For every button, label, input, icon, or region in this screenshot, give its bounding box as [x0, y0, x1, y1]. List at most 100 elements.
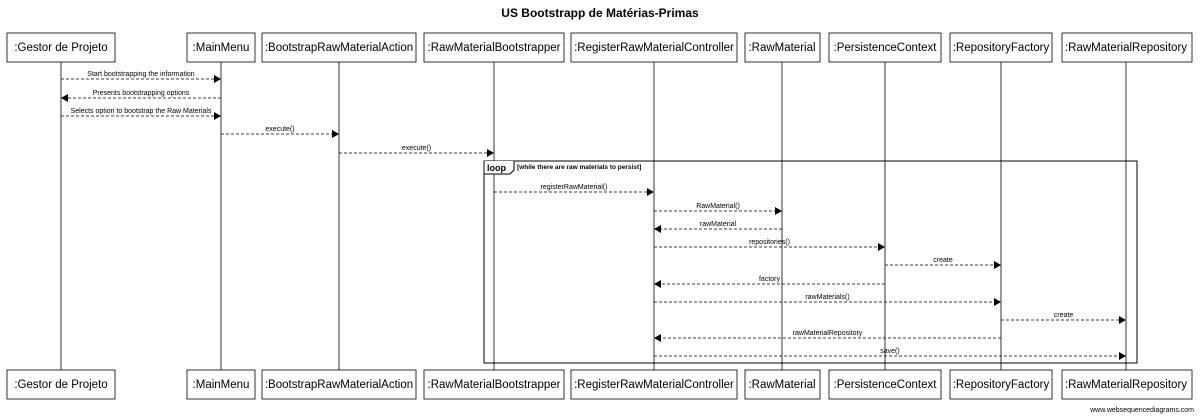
participant-box-frame: [570, 369, 738, 400]
loop-keyword: loop: [487, 163, 506, 173]
participant-label: :RawMaterialBootstrapper: [428, 42, 561, 54]
message-label: execute(): [265, 126, 294, 133]
participant-box-frame: [6, 369, 116, 400]
message-arrowhead: [214, 75, 221, 83]
message-arrowhead: [332, 130, 339, 138]
message-arrowhead: [487, 149, 494, 157]
participant-label: :RawMaterial: [748, 379, 815, 391]
participant-box-frame: [828, 369, 942, 400]
loop-condition: [while there are raw materials to persis…: [517, 164, 641, 171]
participant-box-frame: [828, 32, 942, 63]
message-arrowhead: [1119, 352, 1126, 360]
message-label: RawMaterial(): [696, 203, 740, 210]
participant-box-frame: [949, 32, 1053, 63]
message-3: Selects option to bootstrap the Raw Mate…: [61, 108, 221, 120]
participant-box-frame: [744, 369, 821, 400]
participant-box-menu-top: :MainMenu: [186, 32, 256, 63]
participant-box-frame: [186, 32, 256, 63]
participant-box-repository-bottom: :RawMaterialRepository: [1061, 369, 1193, 400]
participant-box-factory-top: :RepositoryFactory: [949, 32, 1053, 63]
participant-box-rawmaterial-top: :RawMaterial: [744, 32, 821, 63]
messages: Start bootstrapping the informationPrese…: [61, 71, 1126, 360]
message-5: execute(): [339, 145, 494, 157]
participant-box-bootstrapper-bottom: :RawMaterialBootstrapper: [423, 369, 565, 400]
message-7: RawMaterial(): [654, 203, 782, 215]
message-label: rawMaterial: [700, 221, 737, 228]
message-label: Presents bootstrapping options: [93, 90, 190, 97]
message-13: create: [1001, 312, 1126, 324]
participant-label: :PersistenceContext: [834, 42, 938, 54]
message-label: create: [1054, 312, 1074, 319]
message-2: Presents bootstrapping options: [61, 90, 221, 102]
participant-box-factory-bottom: :RepositoryFactory: [949, 369, 1053, 400]
message-label: Start bootstrapping the information: [87, 71, 195, 78]
message-arrowhead: [654, 334, 661, 342]
participant-box-frame: [261, 369, 417, 400]
credit-text: www.websequencediagrams.com: [1089, 407, 1194, 414]
participant-label: :RawMaterialRepository: [1065, 42, 1187, 54]
message-label: create: [933, 257, 953, 264]
participant-label: :BootstrapRawMaterialAction: [265, 379, 413, 391]
message-8: rawMaterial: [654, 221, 782, 233]
participant-label: :RegisterRawMaterialController: [574, 379, 734, 391]
message-4: execute(): [221, 126, 339, 138]
participant-box-gestor-bottom: :Gestor de Projeto: [6, 369, 116, 400]
message-arrowhead: [214, 112, 221, 120]
message-12: rawMaterials(): [654, 294, 1001, 306]
participant-label: :RepositoryFactory: [953, 379, 1050, 391]
participant-box-repository-top: :RawMaterialRepository: [1061, 32, 1193, 63]
message-arrowhead: [647, 188, 654, 196]
participant-label: :RawMaterialBootstrapper: [428, 379, 561, 391]
participant-label: :Gestor de Projeto: [14, 379, 107, 391]
participant-boxes-bottom: :Gestor de Projeto :MainMenu :BootstrapRaw…: [6, 369, 1193, 400]
loop-frame: loop [while there are raw materials to pe…: [483, 160, 1138, 364]
message-label: rawMaterials(): [805, 294, 849, 301]
participant-box-frame: [744, 32, 821, 63]
message-11: factory: [654, 276, 885, 288]
message-arrowhead: [994, 261, 1001, 269]
participant-box-action-top: :BootstrapRawMaterialAction: [261, 32, 417, 63]
participant-box-frame: [1061, 32, 1193, 63]
participant-box-frame: [423, 32, 565, 63]
message-arrowhead: [654, 280, 661, 288]
message-arrowhead: [654, 225, 661, 233]
lifelines: [60, 62, 1127, 370]
participant-box-action-bottom: :BootstrapRawMaterialAction: [261, 369, 417, 400]
message-label: Selects option to bootstrap the Raw Mate…: [71, 108, 212, 115]
participant-label: :Gestor de Projeto: [14, 42, 107, 54]
message-label: repositories(): [749, 239, 790, 246]
participant-label: :MainMenu: [193, 379, 250, 391]
participant-box-frame: [261, 32, 417, 63]
participant-box-frame: [1061, 369, 1193, 400]
message-6: registerRawMaterial(): [494, 184, 654, 196]
participant-box-menu-bottom: :MainMenu: [186, 369, 256, 400]
participant-box-rawmaterial-bottom: :RawMaterial: [744, 369, 821, 400]
message-arrowhead: [1119, 316, 1126, 324]
participant-box-frame: [949, 369, 1053, 400]
participant-box-controller-bottom: :RegisterRawMaterialController: [570, 369, 738, 400]
participant-box-bootstrapper-top: :RawMaterialBootstrapper: [423, 32, 565, 63]
participant-label: :RegisterRawMaterialController: [574, 42, 734, 54]
participant-boxes-top: :Gestor de Projeto :MainMenu:BootstrapRaw…: [6, 32, 1193, 63]
participant-box-gestor-top: :Gestor de Projeto: [6, 32, 116, 63]
message-label: registerRawMaterial(): [541, 184, 608, 191]
participant-box-frame: [186, 369, 256, 400]
loop-frame-border: [483, 160, 1138, 364]
participant-label: :RawMaterialRepository: [1065, 379, 1187, 391]
diagram-title: US Bootstrapp de Matérias-Primas: [501, 6, 699, 20]
message-arrowhead: [775, 207, 782, 215]
participant-box-persistence-top: :PersistenceContext: [828, 32, 942, 63]
message-9: repositories(): [654, 239, 885, 251]
participant-label: :RepositoryFactory: [953, 42, 1050, 54]
participant-box-controller-top: :RegisterRawMaterialController: [570, 32, 738, 63]
participant-box-frame: [570, 32, 738, 63]
participant-box-frame: [423, 369, 565, 400]
participant-label: :PersistenceContext: [834, 379, 938, 391]
message-1: Start bootstrapping the information: [61, 71, 221, 83]
message-label: factory: [759, 276, 781, 283]
message-arrowhead: [878, 243, 885, 251]
participant-box-persistence-bottom: :PersistenceContext: [828, 369, 942, 400]
participant-box-frame: [6, 32, 116, 63]
message-14: rawMaterialRepository: [654, 330, 1001, 342]
message-15: save(): [654, 348, 1126, 360]
